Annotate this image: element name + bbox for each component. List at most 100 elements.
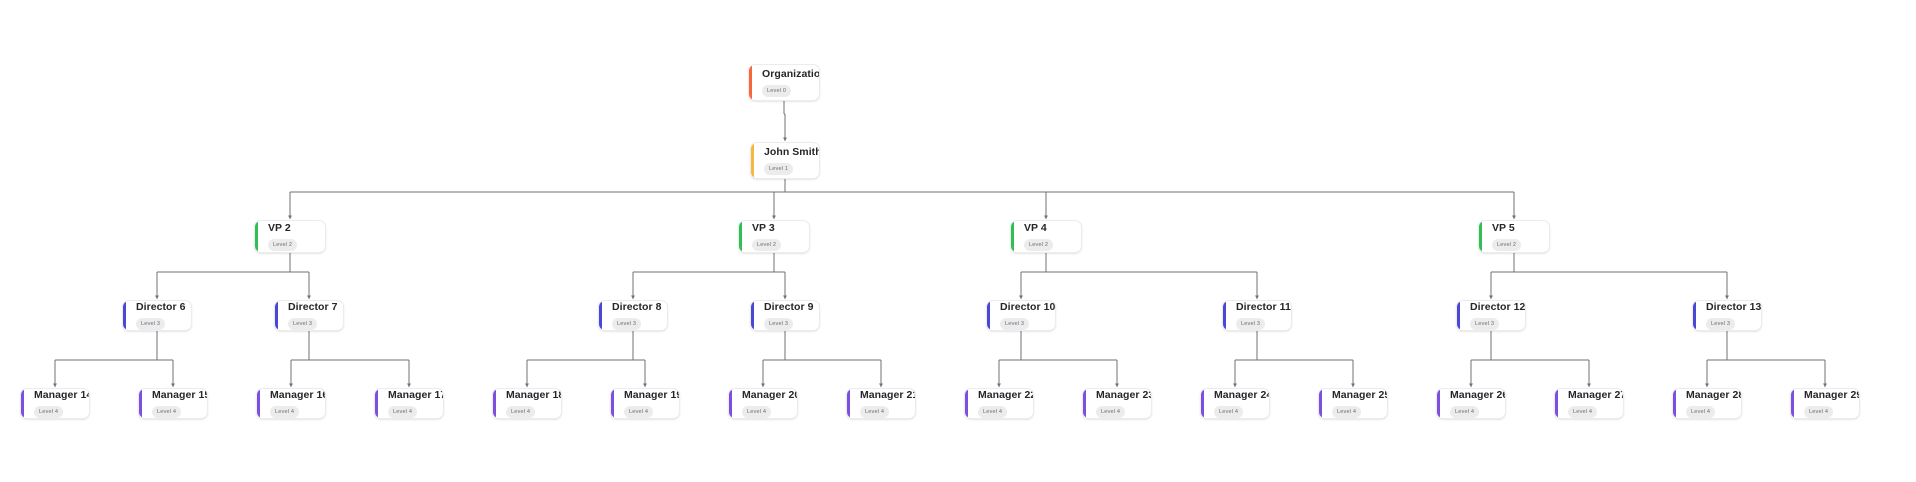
node-accent-bar	[1437, 389, 1440, 418]
node-accent-bar	[1011, 221, 1014, 252]
org-node-vp-2[interactable]: VP 2 Level 2	[254, 220, 326, 253]
org-node-vp-4[interactable]: VP 4 Level 2	[1010, 220, 1082, 253]
node-accent-bar	[1479, 221, 1482, 252]
org-node-director-8[interactable]: Director 8 Level 3	[598, 300, 668, 331]
org-node-manager-20[interactable]: Manager 20 Level 4	[728, 388, 798, 419]
org-node-director-9[interactable]: Director 9 Level 3	[750, 300, 820, 331]
node-title: Director 8	[612, 301, 662, 313]
node-accent-bar	[1223, 301, 1226, 330]
node-title: VP 3	[752, 222, 775, 234]
node-level-badge: Level 3	[288, 318, 318, 330]
node-level-badge: Level 2	[1024, 239, 1054, 251]
node-accent-bar	[493, 389, 496, 418]
node-accent-bar	[1083, 389, 1086, 418]
node-level-badge: Level 1	[764, 163, 794, 175]
node-accent-bar	[139, 389, 142, 418]
node-title: Manager 16	[270, 389, 326, 401]
node-level-badge: Level 4	[270, 406, 300, 418]
org-node-director-7[interactable]: Director 7 Level 3	[274, 300, 344, 331]
node-level-badge: Level 4	[742, 406, 772, 418]
node-accent-bar	[1319, 389, 1322, 418]
node-accent-bar	[965, 389, 968, 418]
node-level-badge: Level 3	[764, 318, 794, 330]
org-node-manager-28[interactable]: Manager 28 Level 4	[1672, 388, 1742, 419]
node-title: Manager 25	[1332, 389, 1388, 401]
node-accent-bar	[729, 389, 732, 418]
org-node-manager-16[interactable]: Manager 16 Level 4	[256, 388, 326, 419]
node-level-badge: Level 4	[1804, 406, 1834, 418]
node-title: Manager 20	[742, 389, 798, 401]
node-title: Manager 27	[1568, 389, 1624, 401]
org-node-organization[interactable]: OrganizationLevel 0	[748, 64, 820, 101]
node-title: Manager 21	[860, 389, 916, 401]
node-level-badge: Level 4	[1096, 406, 1126, 418]
node-level-badge: Level 4	[506, 406, 536, 418]
node-title: Manager 22	[978, 389, 1034, 401]
node-title: Director 13	[1706, 301, 1762, 313]
node-level-badge: Level 3	[136, 318, 166, 330]
node-level-badge: Level 2	[268, 239, 298, 251]
node-level-badge: Level 3	[612, 318, 642, 330]
node-level-badge: Level 4	[978, 406, 1008, 418]
node-accent-bar	[1555, 389, 1558, 418]
node-title: Director 7	[288, 301, 338, 313]
org-node-manager-19[interactable]: Manager 19 Level 4	[610, 388, 680, 419]
node-accent-bar	[1791, 389, 1794, 418]
node-title: Manager 23	[1096, 389, 1152, 401]
org-node-director-12[interactable]: Director 12 Level 3	[1456, 300, 1526, 331]
node-accent-bar	[123, 301, 126, 330]
node-title: VP 5	[1492, 222, 1515, 234]
node-accent-bar	[611, 389, 614, 418]
node-title: Manager 19	[624, 389, 680, 401]
node-accent-bar	[255, 221, 258, 252]
node-level-badge: Level 4	[388, 406, 418, 418]
node-accent-bar	[375, 389, 378, 418]
node-accent-bar	[275, 301, 278, 330]
node-accent-bar	[847, 389, 850, 418]
node-title: Director 9	[764, 301, 814, 313]
node-accent-bar	[751, 301, 754, 330]
node-accent-bar	[739, 221, 742, 252]
org-node-manager-22[interactable]: Manager 22 Level 4	[964, 388, 1034, 419]
node-title: Director 12	[1470, 301, 1526, 313]
node-title: VP 2	[268, 222, 291, 234]
node-title: Manager 24	[1214, 389, 1270, 401]
org-node-manager-23[interactable]: Manager 23 Level 4	[1082, 388, 1152, 419]
node-accent-bar	[1673, 389, 1676, 418]
node-level-badge: Level 2	[752, 239, 782, 251]
org-node-manager-25[interactable]: Manager 25 Level 4	[1318, 388, 1388, 419]
org-node-vp-3[interactable]: VP 3 Level 2	[738, 220, 810, 253]
node-level-badge: Level 4	[152, 406, 182, 418]
node-title: Organization	[762, 68, 820, 80]
node-accent-bar	[1201, 389, 1204, 418]
node-level-badge: Level 4	[624, 406, 654, 418]
node-level-badge: Level 3	[1236, 318, 1266, 330]
node-title: Director 10	[1000, 301, 1056, 313]
node-level-badge: Level 3	[1706, 318, 1736, 330]
node-level-badge: Level 4	[1568, 406, 1598, 418]
org-node-director-13[interactable]: Director 13 Level 3	[1692, 300, 1762, 331]
node-level-badge: Level 3	[1470, 318, 1500, 330]
node-accent-bar	[599, 301, 602, 330]
node-level-badge: Level 4	[1332, 406, 1362, 418]
org-node-manager-27[interactable]: Manager 27 Level 4	[1554, 388, 1624, 419]
node-level-badge: Level 4	[1450, 406, 1480, 418]
node-title: VP 4	[1024, 222, 1047, 234]
node-title: Manager 28	[1686, 389, 1742, 401]
node-level-badge: Level 4	[1686, 406, 1716, 418]
node-accent-bar	[749, 65, 752, 100]
